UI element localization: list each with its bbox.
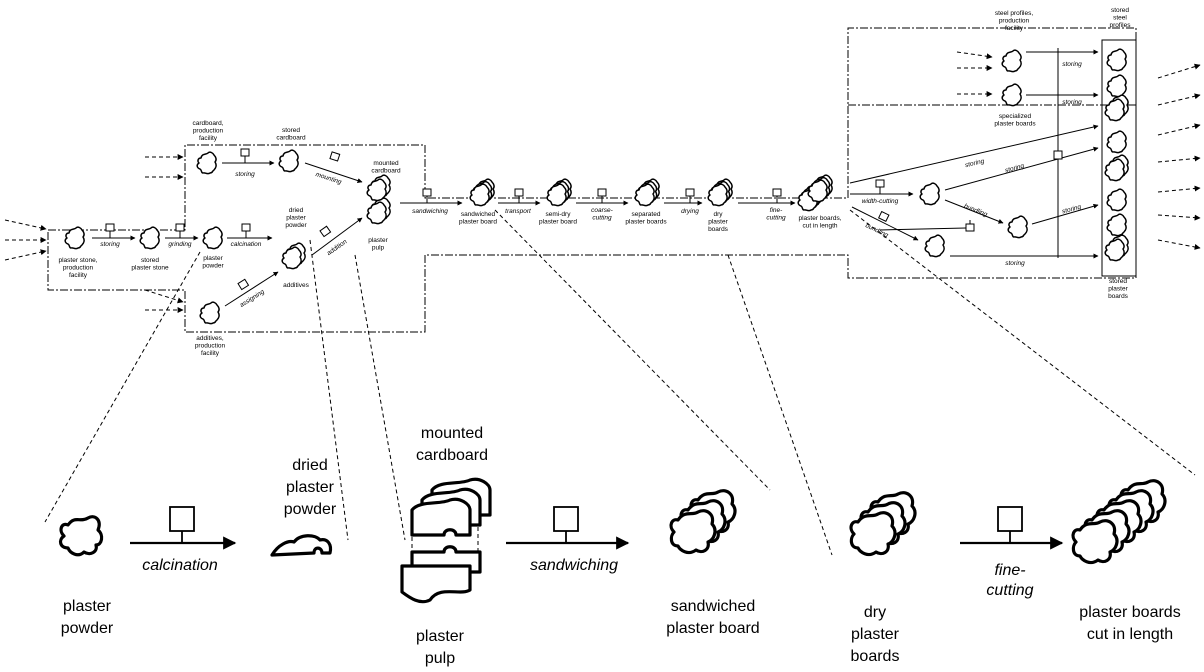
system-boundary [47, 27, 1137, 333]
node-right-boards [919, 182, 1028, 258]
node-cut-in-length: plaster boards,cut in length [798, 175, 842, 230]
svg-text:fine-cutting: fine-cutting [766, 207, 786, 222]
svg-text:calcination: calcination [142, 557, 218, 574]
svg-text:mounting: mounting [315, 171, 343, 186]
svg-text:storing: storing [100, 241, 120, 248]
svg-text:width-cutting: width-cutting [862, 198, 899, 205]
svg-text:additives: additives [283, 282, 309, 289]
svg-text:bundling: bundling [963, 203, 989, 219]
svg-text:transport: transport [505, 208, 532, 215]
svg-text:storing: storing [235, 171, 255, 178]
svg-text:storing: storing [1062, 99, 1082, 106]
svg-text:grinding: grinding [168, 241, 192, 248]
svg-text:assigning: assigning [239, 288, 266, 309]
svg-text:storing: storing [1005, 260, 1025, 267]
svg-text:storing: storing [964, 158, 985, 169]
svg-text:coarse-cutting: coarse-cutting [591, 207, 614, 222]
svg-text:plaster boards,cut in length: plaster boards,cut in length [799, 215, 842, 230]
outgoing-flows [1157, 63, 1201, 250]
zoom-leader-lines [44, 209, 1196, 556]
incoming-flows [4, 51, 993, 313]
svg-text:storing: storing [1004, 163, 1025, 175]
svg-text:sandwiching: sandwiching [412, 208, 448, 215]
svg-text:calcination: calcination [231, 241, 262, 248]
process-arrows: storing grinding calcination assigning a… [92, 48, 1099, 309]
svg-text:storing: storing [1061, 204, 1082, 216]
svg-text:bundling: bundling [864, 222, 890, 239]
svg-text:sandwiching: sandwiching [530, 557, 618, 574]
svg-text:fine-cutting: fine-cutting [986, 562, 1033, 599]
svg-text:storing: storing [1062, 61, 1082, 68]
svg-text:addition: addition [326, 238, 349, 257]
svg-text:drying: drying [681, 208, 699, 215]
